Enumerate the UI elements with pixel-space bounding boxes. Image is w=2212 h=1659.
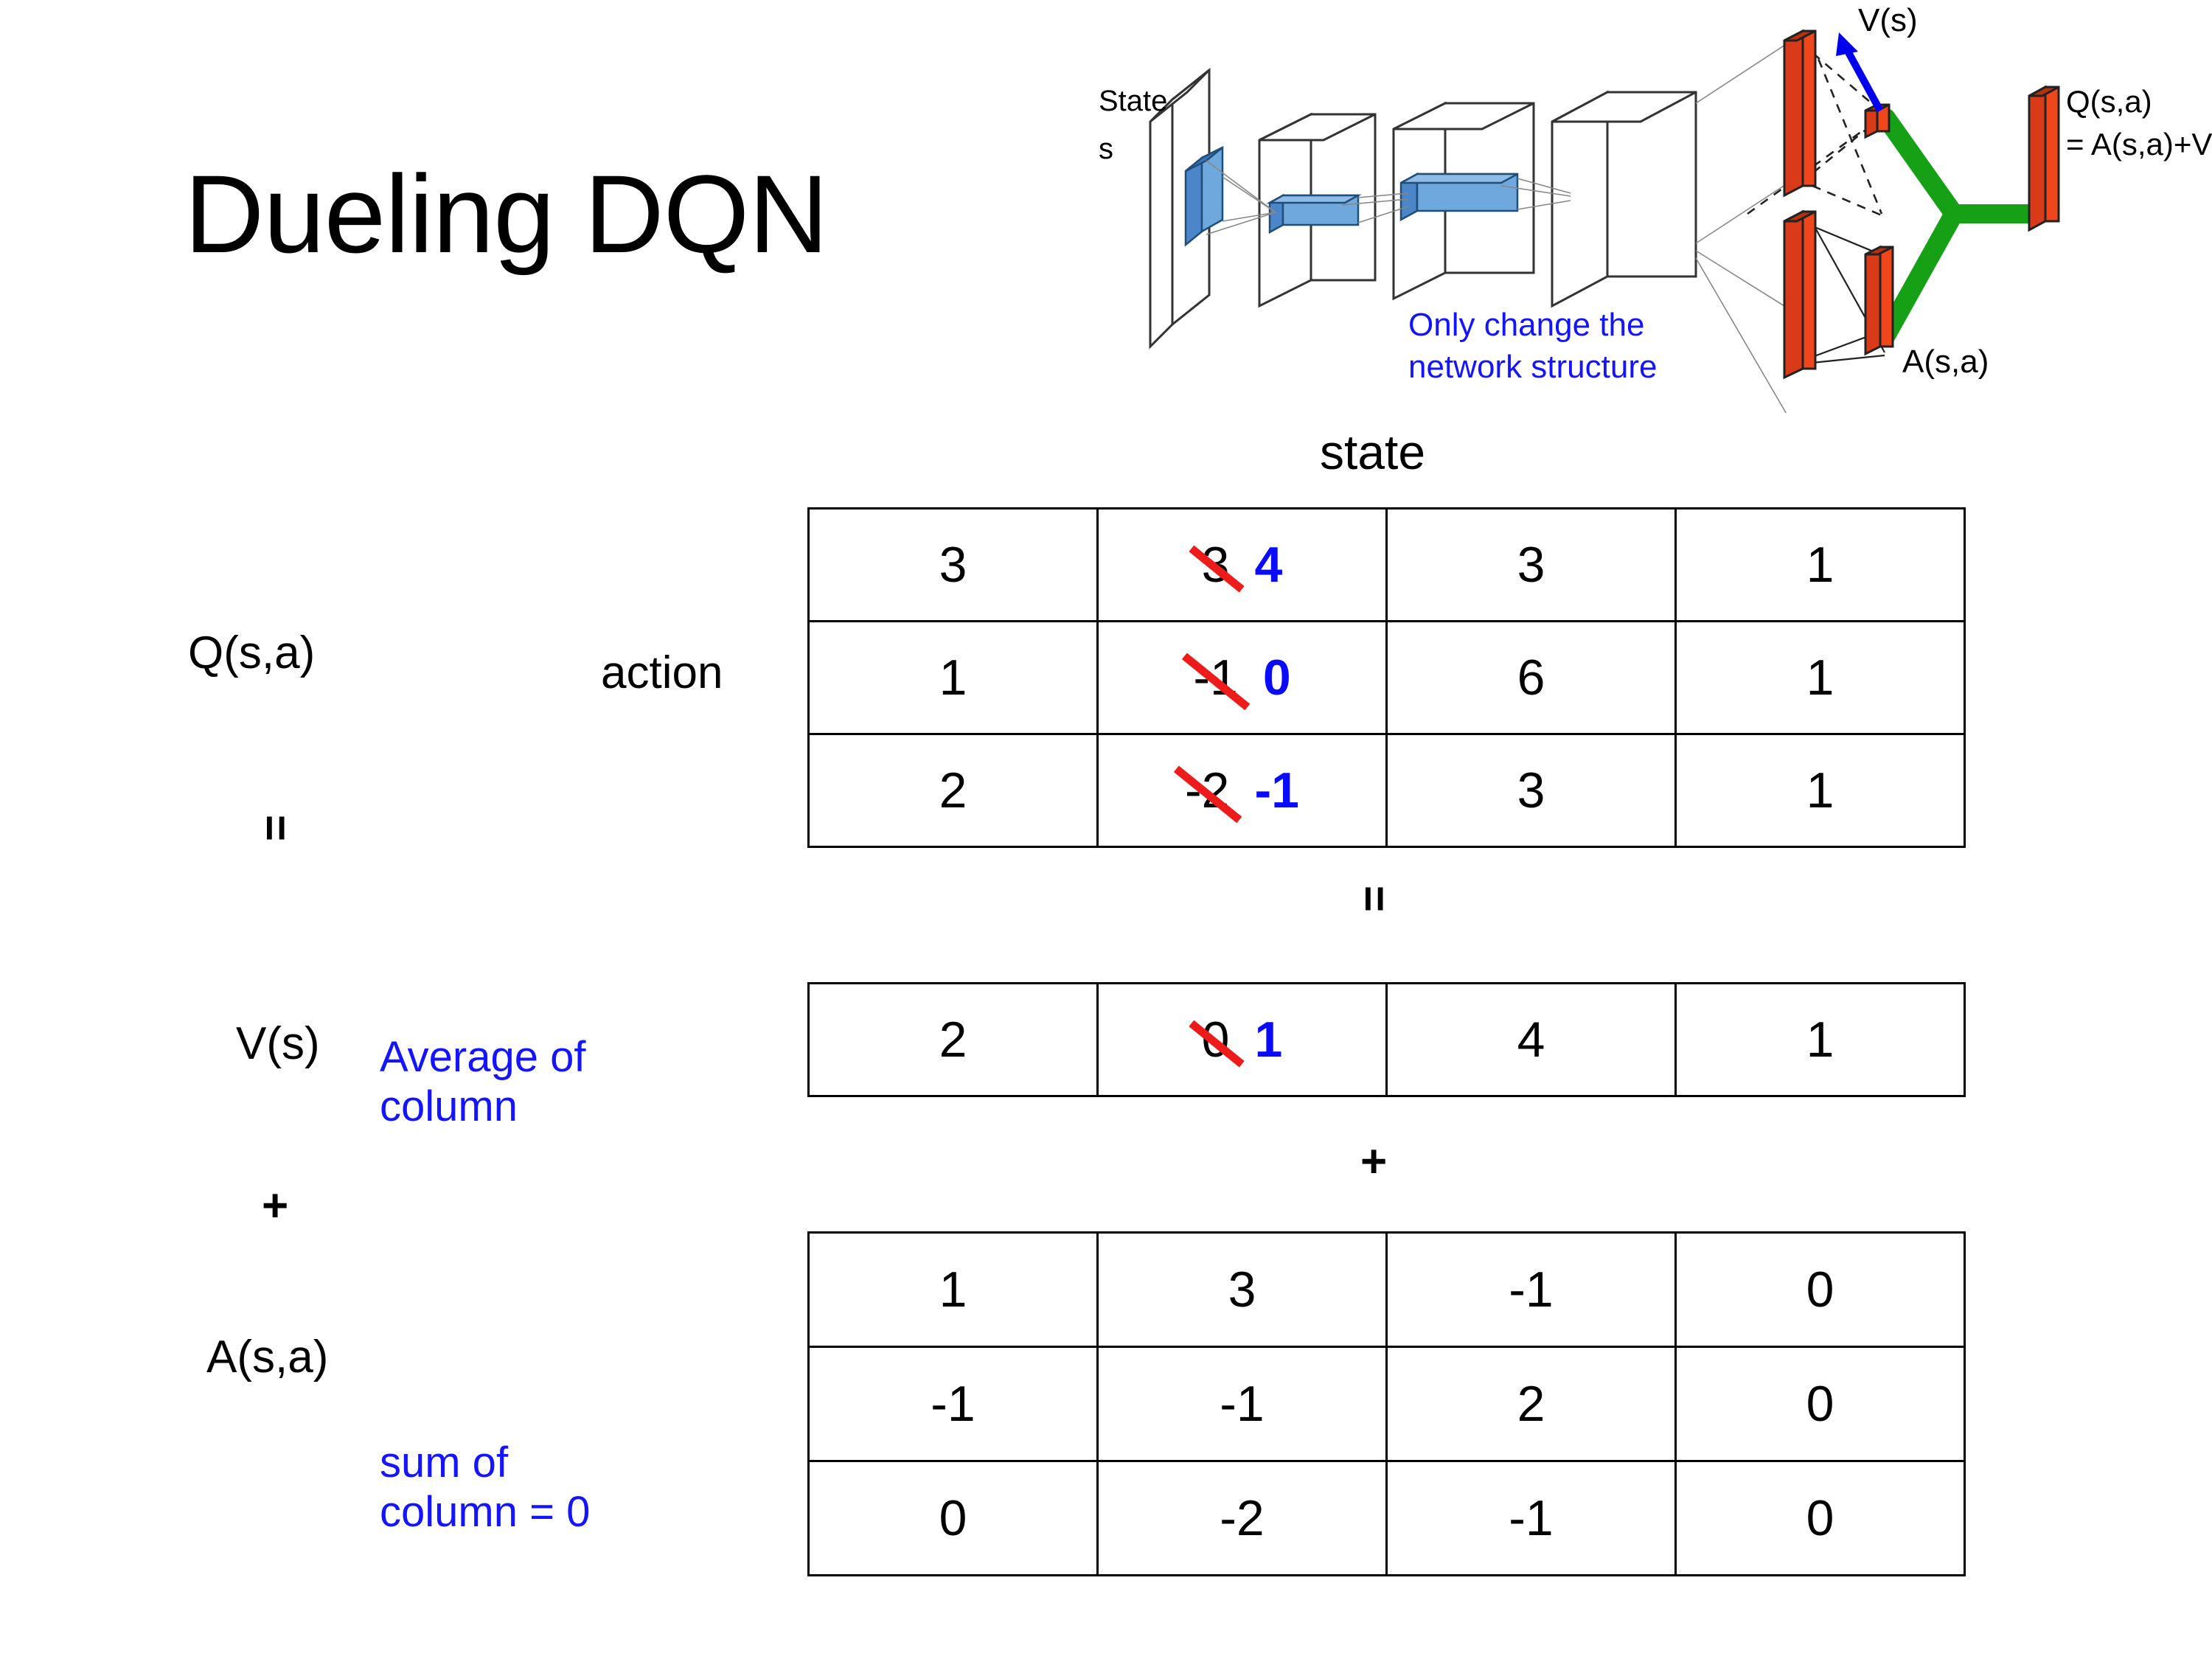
dueling-network-diagram: State s Only change the network structur… <box>1099 0 2212 413</box>
a-cell-r0c1: 3 <box>1096 1231 1388 1348</box>
advantage-value-table: 1 3 -1 0 -1 -1 2 0 0 -2 -1 0 <box>807 1231 1966 1576</box>
corrected-new-value: 1 <box>1254 1012 1283 1068</box>
input-patch-icon <box>1184 145 1224 247</box>
equals-sign-middle: = <box>1349 885 1400 913</box>
diagram-q-label-line2: = A(s,a)+V(s) <box>2066 127 2212 161</box>
value-hidden-bar-icon <box>1783 29 1817 198</box>
conv-feature-2-icon <box>1399 172 1519 222</box>
page-title: Dueling DQN <box>184 152 829 276</box>
corrected-new-value: 4 <box>1254 537 1283 593</box>
table-row: 2 -2 -1 3 1 <box>807 733 1966 848</box>
q-cell-r2c0: 2 <box>807 733 1099 848</box>
a-cell-r2c1: -2 <box>1096 1460 1388 1576</box>
diagram-note-line1: Only change the <box>1408 307 1644 343</box>
q-cell-r0c3: 1 <box>1674 507 1966 622</box>
equals-sign-left: = <box>250 814 302 842</box>
struck-old-value: -2 <box>1185 762 1230 818</box>
a-cell-r0c2: -1 <box>1385 1231 1677 1348</box>
q-cell-r2c3: 1 <box>1674 733 1966 848</box>
q-cell-r2c1: -2 -1 <box>1096 733 1388 848</box>
q-cell-r1c2: 6 <box>1385 620 1677 735</box>
q-cell-r1c3: 1 <box>1674 620 1966 735</box>
diagram-advantage-label: A(s,a) <box>1902 344 1989 380</box>
table-row: -1 -1 2 0 <box>807 1346 1966 1462</box>
conv-feature-1-icon <box>1266 193 1362 234</box>
a-cell-r2c3: 0 <box>1674 1460 1966 1576</box>
struck-old-value: 3 <box>1201 537 1230 593</box>
diagram-value-label: V(s) <box>1858 2 1918 38</box>
a-cell-r0c0: 1 <box>807 1231 1099 1348</box>
conv-block-3-icon <box>1551 90 1697 308</box>
input-plane-icon <box>1149 67 1211 349</box>
note-average-of-column: Average of column <box>380 1033 586 1131</box>
q-output-bar-icon <box>2028 85 2060 232</box>
diagram-note-line2: network structure <box>1408 349 1657 385</box>
q-cell-r1c0: 1 <box>807 620 1099 735</box>
diagram-state-label-line1: State <box>1099 85 1167 117</box>
struck-old-value: -1 <box>1193 650 1238 706</box>
value-output-node-icon <box>1864 102 1891 139</box>
a-cell-r1c2: 2 <box>1385 1346 1677 1462</box>
v-cell-c0: 2 <box>807 982 1099 1097</box>
q-cell-r0c2: 3 <box>1385 507 1677 622</box>
q-cell-r1c1: -1 0 <box>1096 620 1388 735</box>
connection-lines <box>1206 40 1792 413</box>
advantage-hidden-bar-icon <box>1783 209 1817 380</box>
value-arrow-icon <box>1836 32 1884 113</box>
struck-old-value: 0 <box>1201 1012 1230 1068</box>
advantage-output-bar-icon <box>1864 245 1894 356</box>
plus-sign-middle: + <box>1360 1136 1388 1187</box>
a-cell-r2c0: 0 <box>807 1460 1099 1576</box>
combine-connector-icon <box>1877 108 2039 345</box>
a-cell-r1c0: -1 <box>807 1346 1099 1462</box>
a-cell-r0c3: 0 <box>1674 1231 1966 1348</box>
v-function-label: V(s) <box>236 1018 320 1069</box>
q-cell-r0c0: 3 <box>807 507 1099 622</box>
table-row: 1 3 -1 0 <box>807 1231 1966 1348</box>
table-row: 0 -2 -1 0 <box>807 1460 1966 1576</box>
table-row: 1 -1 0 6 1 <box>807 620 1966 735</box>
q-cell-r2c2: 3 <box>1385 733 1677 848</box>
a-cell-r1c3: 0 <box>1674 1346 1966 1462</box>
action-axis-label: action <box>601 647 723 698</box>
q-function-label: Q(s,a) <box>188 627 316 678</box>
corrected-new-value: 0 <box>1262 650 1291 706</box>
diagram-q-label-line1: Q(s,a) <box>2066 84 2152 119</box>
a-cell-r1c1: -1 <box>1096 1346 1388 1462</box>
note-sum-of-column: sum of column = 0 <box>380 1439 591 1537</box>
v-cell-c3: 1 <box>1674 982 1966 1097</box>
a-function-label: A(s,a) <box>206 1332 329 1382</box>
v-cell-c2: 4 <box>1385 982 1677 1097</box>
state-axis-label: state <box>1320 425 1426 479</box>
a-cell-r2c2: -1 <box>1385 1460 1677 1576</box>
plus-sign-left: + <box>262 1180 289 1231</box>
corrected-new-value: -1 <box>1254 762 1299 818</box>
diagram-state-label-line2: s <box>1099 133 1113 165</box>
